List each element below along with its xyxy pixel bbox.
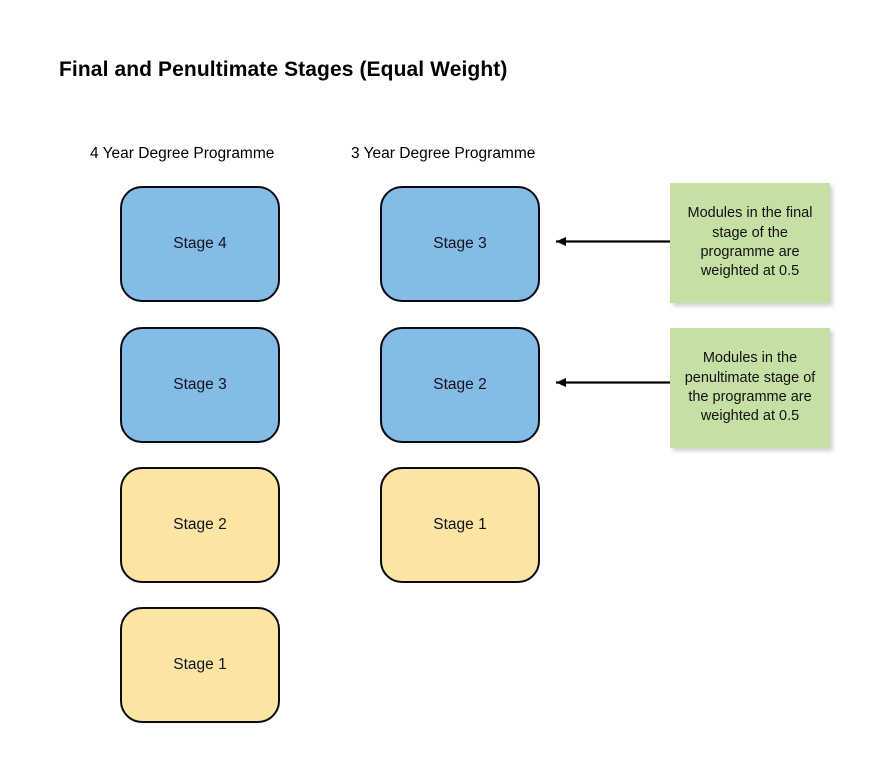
note-text: Modules in the final stage of the progra… (687, 205, 813, 280)
four-year-stage-final[interactable]: Stage 4 (120, 186, 280, 302)
three-year-stage-penultimate[interactable]: Stage 2 (380, 327, 540, 443)
page-title: Final and Penultimate Stages (Equal Weig… (59, 58, 508, 81)
stage-label: Stage 3 (433, 234, 487, 252)
four-year-stage-1[interactable]: Stage 1 (120, 607, 280, 723)
note-penultimate-stage: Modules in the penultimate stage of the … (670, 328, 830, 448)
stage-label: Stage 4 (173, 234, 227, 252)
stage-label: Stage 3 (173, 375, 227, 393)
stage-label: Stage 1 (433, 515, 487, 533)
three-year-stage-1[interactable]: Stage 1 (380, 467, 540, 583)
column-header-three-year: 3 Year Degree Programme (351, 145, 536, 162)
note-final-stage: Modules in the final stage of the progra… (670, 183, 830, 303)
stage-label: Stage 1 (173, 655, 227, 673)
column-header-four-year: 4 Year Degree Programme (90, 145, 275, 162)
stage-label: Stage 2 (433, 375, 487, 393)
stage-label: Stage 2 (173, 515, 227, 533)
four-year-stage-penultimate[interactable]: Stage 3 (120, 327, 280, 443)
four-year-stage-2[interactable]: Stage 2 (120, 467, 280, 583)
three-year-stage-final[interactable]: Stage 3 (380, 186, 540, 302)
note-text: Modules in the penultimate stage of the … (684, 350, 816, 425)
